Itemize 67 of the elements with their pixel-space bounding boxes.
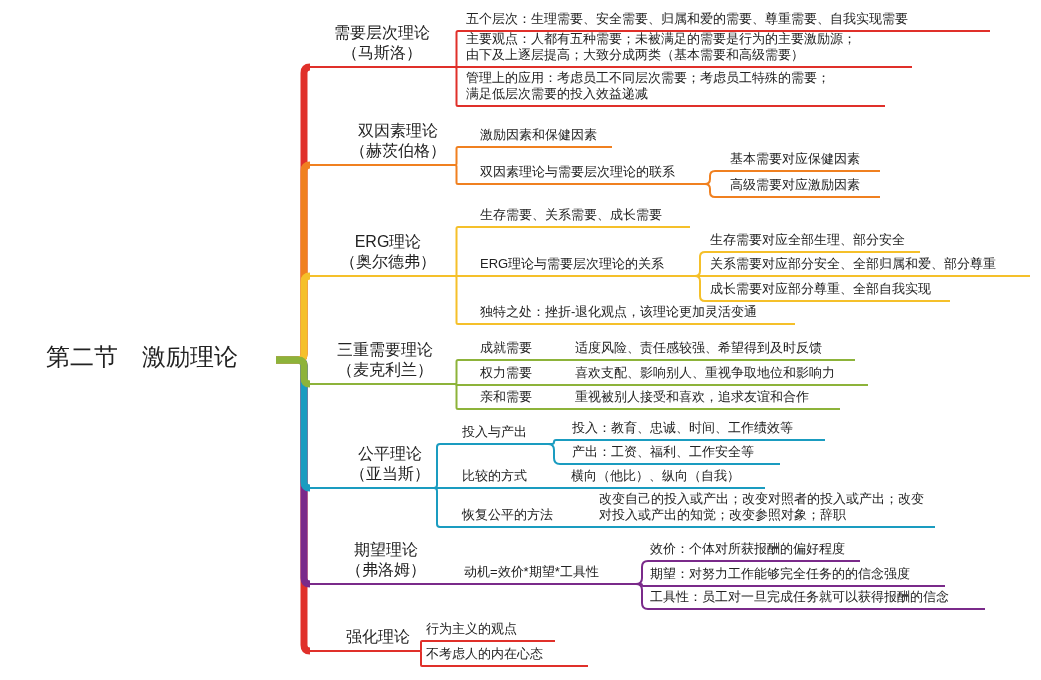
branch-line: [454, 66, 459, 68]
branch-line: [454, 275, 459, 277]
topic-label: ERG理论（奥尔德弗）: [310, 231, 455, 277]
branch-line: [629, 583, 649, 610]
branch-line: [454, 359, 459, 385]
branch-description: 改变自己的投入或产出；改变对照者的投入或产出；改变对投入或产出的知觉；改变参照对象；辞职: [599, 490, 925, 523]
branch-label: 亲和需要: [480, 388, 532, 405]
topic-label: 公平理论（亚当斯）: [310, 443, 434, 489]
topic-label: 强化理论: [310, 626, 420, 652]
branch-label: 激励因素和保健因素: [458, 128, 612, 148]
branch-description: 重视被别人接受和喜欢，追求友谊和合作: [575, 388, 809, 405]
root-topic-label: 第二节 激励理论: [46, 340, 276, 380]
topic-label: 双因素理论（赫茨伯格）: [310, 120, 455, 166]
branch-line: [433, 443, 441, 489]
branch-line: [433, 583, 441, 585]
branch-label: 效价：个体对所获报酬的偏好程度: [648, 542, 860, 562]
branch-label: 五个层次：生理需要、安全需要、归属和爱的需要、尊重需要、自我实现需要: [458, 12, 990, 32]
branch-line: [454, 226, 459, 277]
branch-line: [454, 164, 459, 185]
branch-line: [454, 383, 459, 410]
branch-description: 喜欢支配、影响别人、重视争取地位和影响力: [575, 364, 835, 381]
branch-label: 投入与产出: [440, 425, 545, 445]
branch-label: 生存需要、关系需要、成长需要: [458, 208, 690, 228]
branch-line: [419, 650, 423, 667]
branch-label: 动机=效价*期望*工具性: [440, 565, 630, 585]
branch-line: [694, 251, 706, 277]
branch-label: 独特之处：挫折-退化观点，该理论更加灵活变通: [458, 305, 795, 325]
branch-label: 高级需要对应激励因素: [715, 178, 880, 198]
branch-label: 不考虑人的内在心态: [422, 647, 588, 667]
branch-line: [454, 30, 459, 68]
topic-label: 需要层次理论（马斯洛）: [310, 22, 455, 68]
branch-label: 关系需要对应部分安全、全部归属和爱、部分尊重: [705, 257, 1030, 277]
branch-label: 权力需要: [480, 364, 532, 381]
branch-label: 主要观点：人都有五种需要；未被满足的需要是行为的主要激励源；由下及上逐层提高；大致分成两类（基本需要和高级需要）: [458, 32, 912, 68]
branch-line: [704, 183, 716, 198]
branch-description: 适度风险、责任感较强、希望得到及时反馈: [575, 339, 822, 356]
topic-label: 期望理论（弗洛姆）: [310, 539, 434, 585]
branch-line: [454, 146, 459, 166]
branch-row: [458, 341, 855, 361]
branch-label: 行为主义的观点: [422, 622, 555, 642]
branch-label: 成就需要: [480, 339, 532, 356]
branch-label: 投入：教育、忠诚、时间、工作绩效等: [560, 421, 825, 441]
branch-label: 成长需要对应部分尊重、全部自我实现: [705, 282, 950, 302]
branch-label: 管理上的应用：考虑员工不同层次需要；考虑员工特殊的需要；满足低层次需要的投入效益递减: [458, 71, 885, 107]
branch-label: 生存需要对应全部生理、部分安全: [705, 233, 920, 253]
topic-label: 三重需要理论（麦克利兰）: [310, 339, 455, 385]
branch-line: [544, 443, 561, 465]
branch-description: 横向（他比）、纵向（自我）: [571, 467, 740, 484]
branch-row: [440, 492, 935, 528]
branch-line: [694, 275, 706, 302]
branch-label: ERG理论与需要层次理论的关系: [458, 257, 695, 277]
branch-line: [419, 640, 423, 652]
branch-label: 比较的方式: [462, 467, 527, 484]
branch-label: 双因素理论与需要层次理论的联系: [458, 165, 705, 185]
branch-line: [454, 275, 459, 325]
branch-line: [454, 383, 459, 386]
branch-row: [440, 469, 765, 489]
branch-row: [458, 390, 840, 410]
branch-label: 期望：对努力工作能够完全任务的的信念强度: [648, 567, 945, 587]
branch-label: 工具性：员工对一旦完成任务就可以获得报酬的信念: [648, 590, 985, 610]
branch-label: 基本需要对应保健因素: [715, 152, 880, 172]
branch-label: 恢复公平的方法: [462, 506, 553, 523]
branch-line: [454, 66, 459, 107]
branch-line: [704, 170, 716, 185]
branch-row: [458, 366, 868, 386]
branch-line: [433, 487, 441, 528]
branch-label: 产出：工资、福利、工作安全等: [560, 445, 780, 465]
